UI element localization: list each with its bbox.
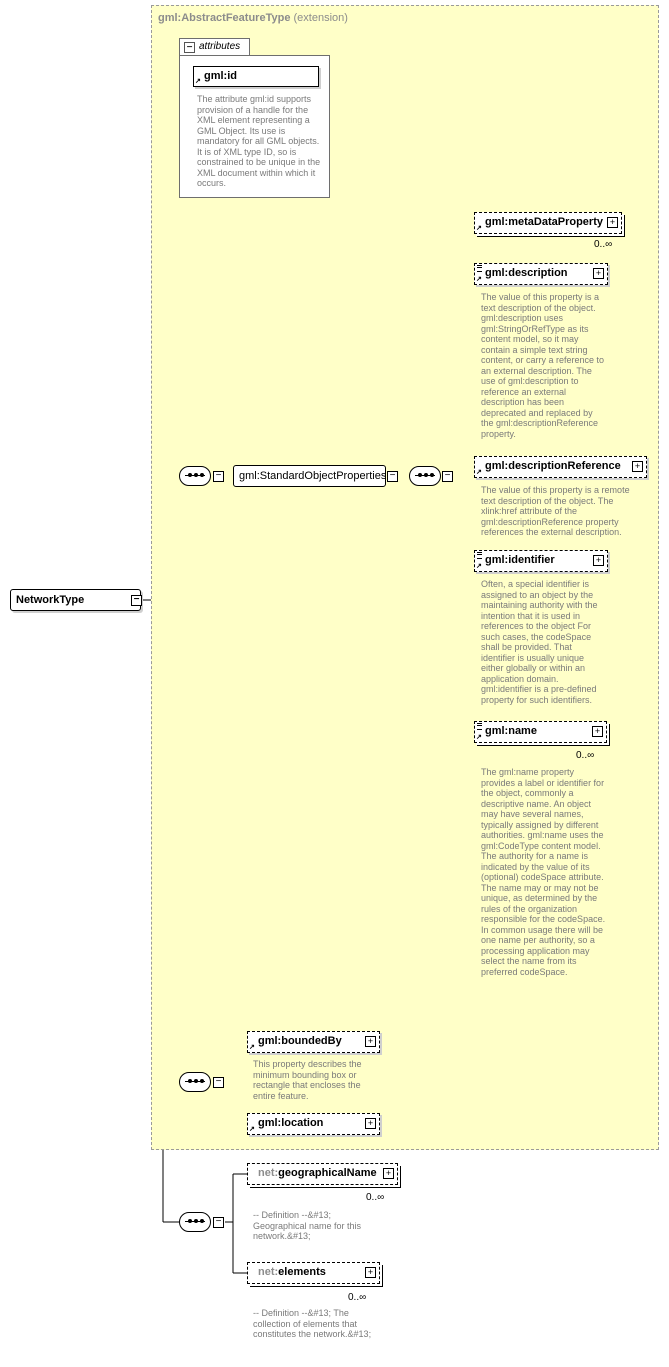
element-doc: -- Definition --&#13; Geographical name … (253, 1210, 362, 1241)
attributes-tab[interactable]: − attributes (179, 38, 250, 56)
expand-icon[interactable]: + (365, 1036, 376, 1047)
simple-content-icon (477, 723, 482, 730)
simple-content-icon (477, 265, 482, 272)
reference-arrow-icon: ↗ (476, 276, 482, 283)
element-prefix: net: (258, 1266, 279, 1278)
collapse-icon[interactable]: − (213, 1217, 224, 1228)
cardinality: 0..∞ (348, 1292, 367, 1303)
cardinality: 0..∞ (576, 750, 595, 761)
element-doc: The gml:name property provides a label o… (481, 767, 606, 977)
simple-content-icon (477, 552, 482, 559)
expand-icon[interactable]: + (592, 726, 603, 737)
cardinality: 0..∞ (594, 239, 613, 250)
extension-note: (extension) (293, 12, 348, 24)
element-label: gml:location (258, 1117, 324, 1129)
reference-arrow-icon: ↗ (476, 563, 482, 570)
extension-type-name: gml:AbstractFeatureType (158, 12, 291, 24)
group-standard-object-properties[interactable]: gml:StandardObjectProperties (233, 465, 386, 487)
root-element-networktype[interactable]: NetworkType − (10, 589, 142, 611)
extension-title: gml:AbstractFeatureType (extension) (158, 12, 348, 24)
element-gml-name[interactable]: ↗ gml:name + (474, 721, 607, 743)
element-doc: The value of this property is a text des… (481, 292, 605, 439)
element-label: gml:descriptionReference (485, 460, 621, 472)
attribute-gml-id-label: gml:id (204, 70, 237, 82)
reference-arrow-icon: ↗ (249, 1126, 255, 1133)
attribute-gml-id[interactable]: ↗ gml:id (193, 66, 319, 87)
expand-icon[interactable]: + (593, 555, 604, 566)
element-label: gml:boundedBy (258, 1035, 342, 1047)
collapse-icon[interactable]: − (184, 42, 195, 53)
element-gml-metadataproperty[interactable]: ↗ gml:metaDataProperty + (474, 212, 622, 234)
cardinality: 0..∞ (366, 1192, 385, 1203)
element-doc: Often, a special identifier is assigned … (481, 579, 598, 705)
reference-arrow-icon: ↗ (249, 1044, 255, 1051)
element-label: elements (278, 1266, 326, 1278)
reference-arrow-icon: ↗ (476, 734, 482, 741)
expand-icon[interactable]: + (365, 1267, 376, 1278)
expand-icon[interactable]: + (607, 217, 618, 228)
element-doc: -- Definition --&#13; The collection of … (253, 1308, 372, 1339)
element-prefix: net: (258, 1167, 279, 1179)
attribute-gml-id-doc: The attribute gml:id supports provision … (197, 94, 321, 188)
root-element-label: NetworkType (16, 594, 85, 606)
element-doc: The value of this property is a remote t… (481, 485, 630, 537)
element-net-geographicalname[interactable]: net:geographicalName + (247, 1163, 398, 1185)
group-label: gml:StandardObjectProperties (239, 470, 387, 482)
element-label: gml:identifier (485, 554, 555, 566)
element-label: gml:description (485, 267, 568, 279)
element-gml-description[interactable]: ↗ gml:description + (474, 263, 608, 285)
reference-arrow-icon: ↗ (476, 469, 482, 476)
sequence-compositor-icon (409, 466, 441, 486)
sequence-compositor-icon (179, 1072, 211, 1092)
collapse-icon[interactable]: − (213, 1077, 224, 1088)
element-label: gml:metaDataProperty (485, 216, 603, 228)
reference-arrow-icon: ↗ (476, 225, 482, 232)
expand-icon[interactable]: + (365, 1118, 376, 1129)
element-gml-descriptionreference[interactable]: ↗ gml:descriptionReference + (474, 456, 647, 478)
sequence-compositor-icon (179, 1212, 211, 1232)
element-label: gml:name (485, 725, 537, 737)
element-gml-identifier[interactable]: ↗ gml:identifier + (474, 550, 608, 572)
collapse-icon[interactable]: − (131, 595, 142, 606)
element-label: geographicalName (278, 1167, 377, 1179)
expand-icon[interactable]: + (593, 268, 604, 279)
collapse-icon[interactable]: − (387, 471, 398, 482)
element-doc: This property describes the minimum boun… (253, 1059, 362, 1101)
element-net-elements[interactable]: net:elements + (247, 1262, 380, 1284)
collapse-icon[interactable]: − (213, 471, 224, 482)
expand-icon[interactable]: + (383, 1168, 394, 1179)
expand-icon[interactable]: + (632, 461, 643, 472)
element-gml-boundedby[interactable]: ↗ gml:boundedBy + (247, 1031, 380, 1053)
reference-arrow-icon: ↗ (195, 78, 201, 85)
element-gml-location[interactable]: ↗ gml:location + (247, 1113, 380, 1135)
sequence-compositor-icon (179, 466, 211, 486)
attributes-tab-label: attributes (199, 41, 241, 52)
collapse-icon[interactable]: − (442, 471, 453, 482)
